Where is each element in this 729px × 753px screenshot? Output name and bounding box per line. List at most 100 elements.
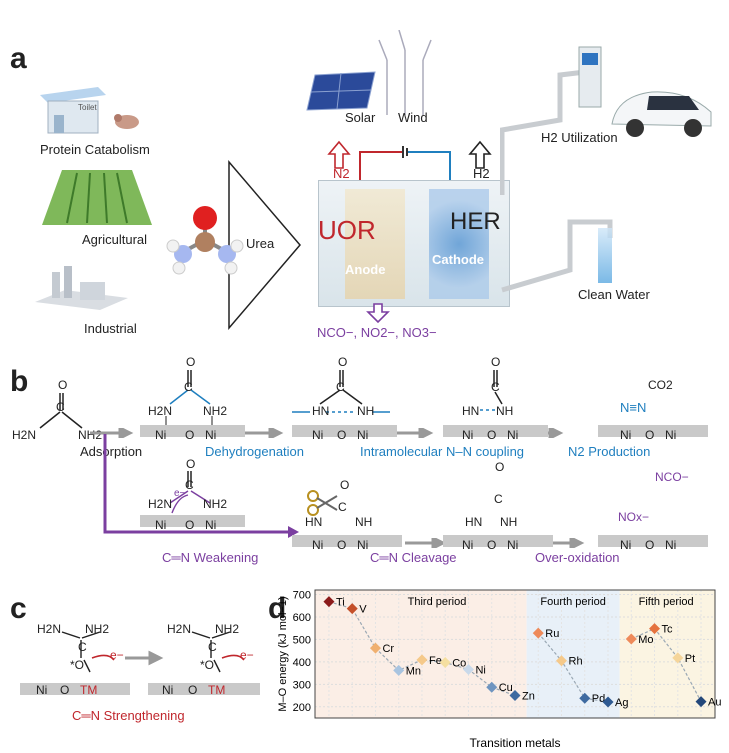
free-urea-c: C: [56, 400, 65, 414]
period-trend-line: [631, 627, 702, 702]
s2-o: O: [338, 355, 348, 369]
co2-label: CO2: [648, 378, 673, 392]
s2-catalyst-slab: [292, 425, 397, 437]
n2-release-arrow-icon: [327, 140, 351, 170]
livestock-icon: [112, 108, 142, 133]
urea-label: Urea: [246, 236, 275, 251]
c1-o: O: [60, 683, 70, 697]
s3-ni1: Ni: [462, 428, 474, 442]
adsorbed-urea-structure: [138, 352, 243, 442]
c1-tm: TM: [80, 683, 98, 697]
step-over-oxidation: Over-oxidation: [535, 550, 620, 565]
c2-tm: TM: [208, 683, 226, 697]
step-nn-coupling: Intramolecular N–N coupling: [360, 444, 525, 459]
energy-solar-label: Solar: [345, 110, 376, 125]
urea-molecule-icon: [165, 200, 245, 280]
y-tick-label: 600: [293, 612, 311, 624]
s2-ni1: Ni: [312, 428, 324, 442]
cl-nh: NH: [355, 515, 373, 529]
ox-ni2: Ni: [507, 538, 519, 552]
water-pipe: [500, 210, 620, 300]
s3-o: O: [491, 355, 501, 369]
data-point-pd: [579, 692, 591, 704]
data-label-tc: Tc: [662, 624, 674, 636]
h2-utilization-label: H2 Utilization: [541, 130, 618, 145]
large-right-arrow-icon: [225, 159, 305, 331]
step-n2-production: N2 Production: [568, 444, 651, 459]
period-label: Fourth period: [540, 596, 605, 608]
c2-c: C: [208, 640, 217, 654]
s1-nh2: NH2: [203, 404, 228, 418]
data-point-fe: [416, 654, 428, 666]
panel-d-label: d: [268, 592, 287, 625]
anode-electrode: [345, 189, 405, 299]
energy-wind-label: Wind: [398, 110, 428, 125]
data-point-cu: [486, 681, 498, 693]
free-urea-h2n: H2N: [12, 428, 37, 442]
cl-o-surface: O: [337, 538, 347, 552]
s2-nh: NH: [357, 404, 375, 418]
industrial-plant-illustration: [30, 262, 130, 312]
dehydrogenated-structure: [290, 352, 395, 442]
cathode-label: Cathode: [432, 252, 484, 267]
s3-o-surface: O: [487, 428, 497, 442]
s4-o-surface: O: [645, 428, 655, 442]
data-label-co: Co: [452, 658, 466, 670]
h2-pipeline: [499, 60, 620, 200]
solar-panel-illustration: [305, 70, 380, 115]
ox-o-surface: O: [487, 538, 497, 552]
cl-ni1: Ni: [312, 538, 324, 552]
free-urea-structure: [10, 378, 110, 448]
w-o: O: [186, 457, 196, 471]
data-label-ti: Ti: [336, 597, 345, 609]
cl-ni2: Ni: [357, 538, 369, 552]
c1-electron: e−: [110, 648, 124, 662]
c1-slab: [20, 683, 130, 695]
panel-c-structures: [20, 610, 260, 730]
c2-slab: [148, 683, 260, 695]
c1-h2n: H2N: [37, 622, 62, 636]
electric-car-icon: [607, 82, 717, 140]
c1-c: C: [78, 640, 87, 654]
data-point-mn: [393, 664, 405, 676]
s4-ni2: Ni: [665, 428, 677, 442]
source-protein-catabolism: Protein Catabolism: [40, 142, 150, 157]
panel-b-label: b: [10, 365, 29, 398]
toilet-sign: Toilet: [78, 103, 97, 112]
anode-label: Anode: [345, 262, 386, 277]
s2-o-surface: O: [337, 428, 347, 442]
uor-label: UOR: [318, 215, 376, 245]
data-point-cr: [369, 642, 381, 654]
data-point-au: [695, 696, 707, 708]
s2-hn: HN: [312, 404, 330, 418]
n2-label: N2: [333, 166, 350, 181]
free-urea-o: O: [58, 378, 68, 392]
y-axis-label: M–O energy (kJ mol−1): [277, 596, 289, 711]
cl-o: O: [340, 478, 350, 492]
h2-station-icon: [575, 45, 605, 110]
electrolyzer-tank: [318, 180, 510, 307]
y-tick-label: 700: [293, 589, 311, 601]
y-tick-label: 300: [293, 679, 311, 691]
byproduct-down-arrow-icon: [366, 302, 390, 324]
data-label-v: V: [359, 604, 367, 616]
data-label-ni: Ni: [475, 664, 485, 676]
toilet-building-illustration: Toilet: [38, 85, 108, 135]
c2-nh2: NH2: [215, 622, 240, 636]
s4-catalyst-slab: [598, 425, 708, 437]
data-point-pt: [672, 652, 684, 664]
s1-o: O: [186, 355, 196, 369]
source-industrial: Industrial: [84, 321, 137, 336]
plot-frame: [314, 589, 716, 719]
fifth-period-shading: [619, 590, 715, 718]
c2-electron: e−: [240, 648, 254, 662]
data-point-ni: [462, 663, 474, 675]
w-electron: e−: [174, 488, 186, 499]
data-label-ag: Ag: [615, 697, 628, 709]
chart-gridlines: [315, 590, 715, 718]
final-catalyst-slab: [598, 535, 708, 547]
data-label-pt: Pt: [685, 653, 695, 665]
w-nh2: NH2: [203, 497, 228, 511]
s3-catalyst-slab: [443, 425, 548, 437]
